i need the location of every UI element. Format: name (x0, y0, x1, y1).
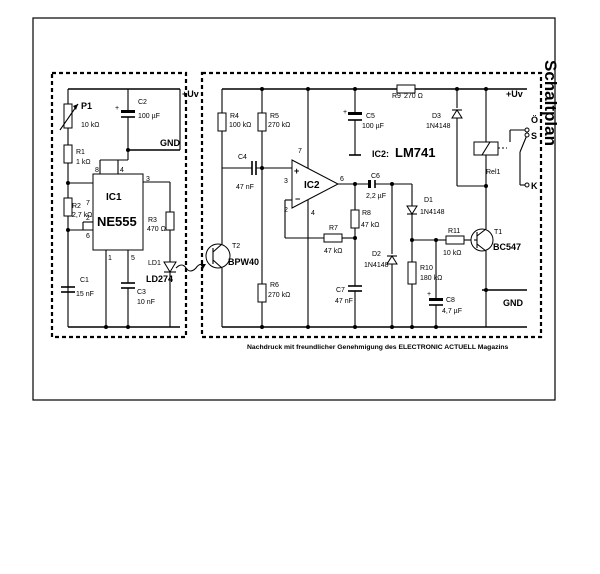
receiver-circuit: +Uv GND R4 100 kΩ T2 BPW40 R5 270 kΩ R6 … (205, 84, 538, 329)
svg-text:8: 8 (95, 167, 99, 174)
r5-value: 270 kΩ (268, 122, 290, 129)
d2-ref: D2 (372, 251, 381, 258)
d1-ref: D1 (424, 197, 433, 204)
ld1-ref: LD1 (148, 260, 161, 267)
c8-value: 4,7 µF (442, 308, 462, 315)
c8-ref: C8 (446, 297, 455, 304)
r8-ref: R8 (362, 210, 371, 217)
t1-ref: T1 (494, 229, 502, 236)
svg-text:4: 4 (311, 210, 315, 217)
c5-ref: C5 (366, 113, 375, 120)
t2-value: BPW40 (228, 257, 259, 267)
c3-value: 10 nF (137, 299, 155, 306)
c7-ref: C7 (336, 287, 345, 294)
c4-value: 47 nF (236, 184, 254, 191)
ic2-body (291, 159, 340, 209)
r3-ref: R3 (148, 217, 157, 224)
contact-s: S (531, 131, 537, 141)
r7-value: 47 kΩ (324, 248, 342, 255)
uv-right-label: +Uv (506, 89, 523, 99)
r1-value: 1 kΩ (76, 159, 91, 166)
r9-value: 270 Ω (404, 93, 423, 100)
c6-value: 2,2 µF (366, 193, 386, 200)
svg-text:1: 1 (108, 255, 112, 262)
c5-value: 100 µF (362, 123, 384, 130)
svg-text:7: 7 (298, 148, 302, 155)
svg-text:3: 3 (284, 178, 288, 185)
c4-ref: C4 (238, 154, 247, 161)
ic2-plus: + (294, 166, 299, 176)
c2-ref: C2 (138, 99, 147, 106)
contact-o: Ö (531, 115, 538, 125)
r3-value: 470 Ω (147, 226, 166, 233)
transmitter-module-border (50, 71, 188, 339)
r8-value: 47 kΩ (361, 222, 379, 229)
t2-symbol (205, 243, 231, 269)
p1-value: 10 kΩ (81, 122, 99, 129)
ic2-title-type: LM741 (395, 145, 435, 160)
gnd-right-label: GND (503, 298, 524, 308)
contact-k: K (531, 181, 538, 191)
ic2-minus: − (295, 194, 300, 204)
ld1-value: LD274 (146, 274, 173, 284)
r5-ref: R5 (270, 113, 279, 120)
infrared-link (175, 263, 205, 272)
ic1-ref: IC1 (106, 192, 122, 203)
c1-value: 15 nF (76, 291, 94, 298)
svg-text:7: 7 (86, 200, 90, 207)
d1-value: 1N4148 (420, 209, 445, 216)
r10-value: 180 kΩ (420, 275, 442, 282)
outer-frame (32, 17, 556, 401)
svg-text:5: 5 (131, 255, 135, 262)
gnd-left-label: GND (160, 138, 181, 148)
svg-text:6: 6 (340, 176, 344, 183)
r9-ref: R9 (392, 93, 401, 100)
r4-value: 100 kΩ (229, 122, 251, 129)
d3-ref: D3 (432, 113, 441, 120)
svg-text:2: 2 (284, 207, 288, 214)
t2-ref: T2 (232, 243, 240, 250)
r1-ref: R1 (76, 149, 85, 156)
uv-left-label: +Uv (182, 89, 199, 99)
r6-ref: R6 (270, 282, 279, 289)
d2-value: 1N4148 (364, 262, 389, 269)
r4-ref: R4 (230, 113, 239, 120)
transmitter-circuit: +Uv GND P1 10 kΩ + C2 100 µF R1 1 kΩ R2 … (59, 88, 206, 329)
credit-line: Nachdruck mit freundlicher Genehmigung d… (247, 344, 509, 351)
c2-value: 100 µF (138, 113, 160, 120)
r11-value: 10 kΩ (443, 250, 461, 257)
ic2-title-ref: IC2: (372, 149, 389, 159)
c2-polarity: + (115, 105, 119, 112)
svg-text:3: 3 (146, 176, 150, 183)
r2-value: 2,7 kΩ (72, 212, 92, 219)
ic1-type: NE555 (97, 214, 137, 229)
svg-text:2: 2 (86, 215, 90, 222)
r10-ref: R10 (420, 265, 433, 272)
rel1-ref: Rel1 (486, 169, 501, 176)
r11-ref: R11 (448, 228, 460, 235)
c6-ref: C6 (371, 173, 380, 180)
c7-value: 47 nF (335, 298, 353, 305)
c5-polarity: + (343, 109, 347, 116)
r2-ref: R2 (72, 203, 81, 210)
ic1-body (92, 173, 144, 251)
svg-text:4: 4 (120, 167, 124, 174)
r6-value: 270 kΩ (268, 292, 290, 299)
receiver-module-border (200, 71, 543, 339)
t1-value: BC547 (493, 242, 521, 252)
r7-ref: R7 (329, 225, 338, 232)
c1-ref: C1 (80, 277, 89, 284)
svg-text:6: 6 (86, 233, 90, 240)
ic2-ref: IC2 (304, 180, 320, 191)
side-title: Schaltplan (541, 60, 560, 146)
c8-polarity: + (427, 291, 431, 298)
d3-value: 1N4148 (426, 123, 451, 130)
p1-ref: P1 (81, 101, 92, 111)
c3-ref: C3 (137, 289, 146, 296)
